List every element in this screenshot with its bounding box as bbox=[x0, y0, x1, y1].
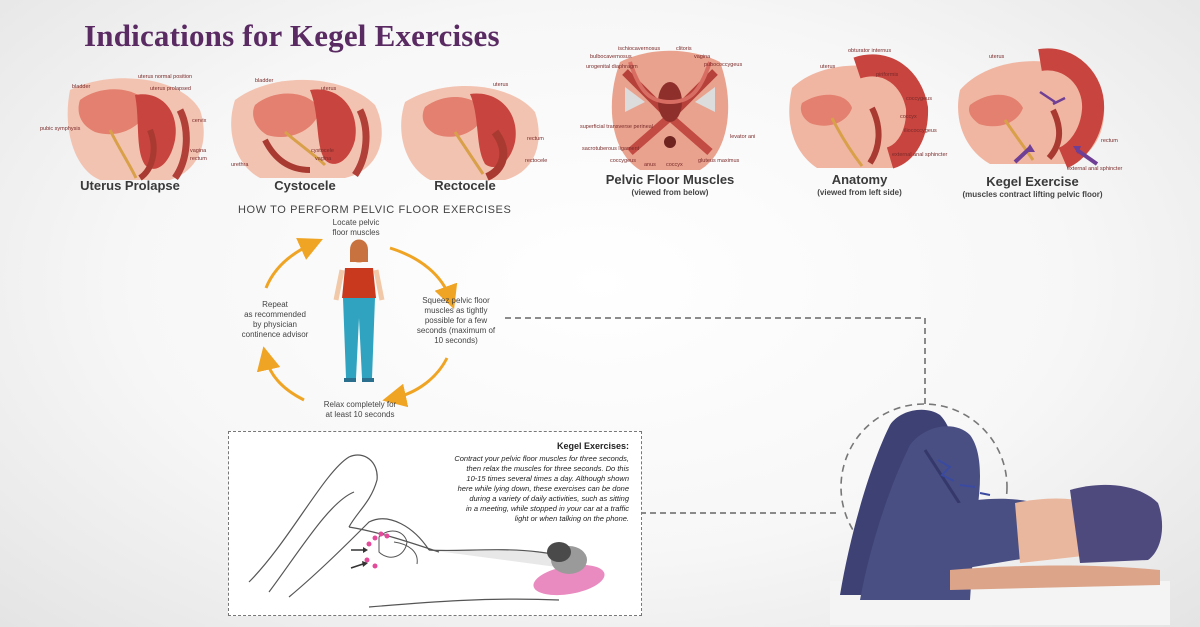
cystocele-illustration bbox=[231, 79, 382, 178]
label-rectocele: rectocele bbox=[525, 158, 548, 164]
label-vagina: vagina bbox=[190, 148, 207, 154]
label-uterus: uterus bbox=[989, 54, 1005, 60]
label-coccygeus: coccygeus bbox=[906, 96, 932, 102]
label-levator-ani: levator ani bbox=[730, 134, 756, 140]
kegel-text-line: Contract your pelvic floor muscles for t… bbox=[454, 454, 629, 463]
label-uterus: uterus bbox=[820, 64, 836, 70]
subcaption-kegel-exercise: (muscles contract lifting pelvic floor) bbox=[962, 190, 1103, 199]
kegel-title: Kegel Exercises: bbox=[556, 441, 629, 451]
label-uterus: uterus bbox=[321, 86, 337, 92]
pelvic-floor-illustration bbox=[611, 50, 729, 170]
label-anus: anus bbox=[644, 162, 656, 168]
label-cervix: cervix bbox=[192, 118, 207, 124]
label-pubic-symphysis: pubic symphysis bbox=[40, 126, 81, 132]
rectocele-illustration bbox=[401, 85, 539, 181]
panel-kegel-exercise: uterus rectum external anal sphincter Ke… bbox=[945, 40, 1123, 202]
kegel-text-line: here while lying down, these exercises c… bbox=[457, 484, 629, 493]
label-piriformis: piriformis bbox=[876, 72, 899, 78]
cycle-arrow-bottom-right bbox=[382, 357, 449, 408]
uterus-prolapse-illustration bbox=[67, 78, 204, 181]
label-coccyx: coccyx bbox=[666, 162, 683, 168]
label-rectum: rectum bbox=[527, 136, 544, 142]
howto-title: HOW TO PERFORM PELVIC FLOOR EXERCISES bbox=[238, 204, 512, 216]
label-uterus: uterus bbox=[493, 82, 509, 88]
label-external-anal-sphincter: external anal sphincter bbox=[1067, 166, 1123, 172]
lying-woman-illustration bbox=[830, 409, 1170, 625]
lying-woman-line-drawing bbox=[248, 454, 605, 608]
kegel-text-line: light or when talking on the phone. bbox=[514, 514, 629, 523]
kegel-text-line: in a meeting, while stopped in your car … bbox=[465, 504, 629, 513]
panel-cystocele: bladder uterus urethra cystocele vagina … bbox=[215, 70, 395, 200]
standing-woman-figure bbox=[333, 239, 385, 382]
howto-step-locate: Locate pelvic floor muscles bbox=[332, 218, 380, 237]
caption-cystocele: Cystocele bbox=[274, 178, 336, 193]
label-bladder: bladder bbox=[255, 78, 274, 84]
label-clitoris: clitoris bbox=[676, 46, 692, 52]
howto-step-repeat: Repeat as recommended by physician conti… bbox=[241, 300, 309, 339]
howto-step-squeeze: Squeez pelvic floor muscles as tightly p… bbox=[416, 296, 496, 345]
cycle-arrow-bottom-left bbox=[256, 346, 305, 402]
howto-step-relax: Relax completely for at least 10 seconds bbox=[323, 400, 397, 419]
panel-uterus-prolapse: bladder uterus normal position uterus pr… bbox=[40, 70, 220, 200]
label-rectum: rectum bbox=[190, 156, 207, 162]
subcaption-pelvic-floor: (viewed from below) bbox=[631, 188, 709, 197]
caption-uterus-prolapse: Uterus Prolapse bbox=[80, 178, 180, 193]
panel-rectocele: uterus rectum rectocele Rectocele bbox=[375, 72, 555, 202]
caption-kegel-exercise: Kegel Exercise bbox=[986, 174, 1079, 189]
label-coccygeus: coccygeus bbox=[610, 158, 636, 164]
kegel-text-line: 10-15 times several times a day. Althoug… bbox=[466, 474, 629, 483]
label-uterus-prolapsed: uterus prolapsed bbox=[150, 86, 191, 92]
kegel-exercises-box: Kegel Exercises: Contract your pelvic fl… bbox=[228, 431, 642, 616]
label-urethra: urethra bbox=[231, 162, 249, 168]
caption-pelvic-floor: Pelvic Floor Muscles bbox=[605, 172, 735, 187]
caption-anatomy: Anatomy bbox=[831, 172, 888, 187]
label-ischiocavernosus: ischiocavernosus bbox=[618, 46, 661, 52]
label-gluteus-maximus: gluteus maximus bbox=[698, 158, 740, 164]
cycle-arrow-top-left bbox=[264, 238, 323, 289]
label-iliococcygeus: iliococcygeus bbox=[904, 128, 937, 134]
kegel-exercise-illustration bbox=[958, 48, 1105, 169]
label-uterus-normal: uterus normal position bbox=[138, 74, 193, 80]
kegel-text-line: then relax the muscles for three seconds… bbox=[466, 464, 629, 473]
label-superficial-transverse: superficial transverse perineal bbox=[580, 124, 654, 130]
label-cystocele: cystocele bbox=[311, 148, 334, 154]
label-bulbocavernosus: bulbocavernosus bbox=[590, 54, 632, 60]
panel-anatomy: obturator internus uterus piriformis coc… bbox=[772, 48, 947, 203]
label-obturator-internus: obturator internus bbox=[848, 48, 892, 54]
label-coccyx: coccyx bbox=[900, 114, 917, 120]
label-urogenital-diaphragm: urogenital diaphragm bbox=[586, 64, 638, 70]
label-vagina: vagina bbox=[694, 54, 711, 60]
label-vagina: vagina bbox=[315, 156, 332, 162]
subcaption-anatomy: (viewed from left side) bbox=[817, 188, 902, 197]
howto-cycle-diagram bbox=[256, 238, 458, 408]
label-rectum: rectum bbox=[1101, 138, 1118, 144]
label-bladder: bladder bbox=[72, 84, 91, 90]
caption-rectocele: Rectocele bbox=[434, 178, 496, 193]
anatomy-illustration bbox=[789, 54, 929, 169]
page-title: Indications for Kegel Exercises bbox=[84, 18, 500, 53]
label-sacrotuberous: sacrotuberous ligament bbox=[582, 146, 640, 152]
label-external-anal-sphincter: external anal sphincter bbox=[892, 152, 948, 158]
panel-pelvic-floor: ischiocavernosus clitoris vagina bulboca… bbox=[570, 42, 770, 202]
kegel-text-line: during a variety of daily activities, su… bbox=[469, 494, 629, 503]
cycle-arrow-top-right bbox=[389, 246, 458, 310]
label-pubococcygeus: pubococcygeus bbox=[704, 62, 743, 68]
